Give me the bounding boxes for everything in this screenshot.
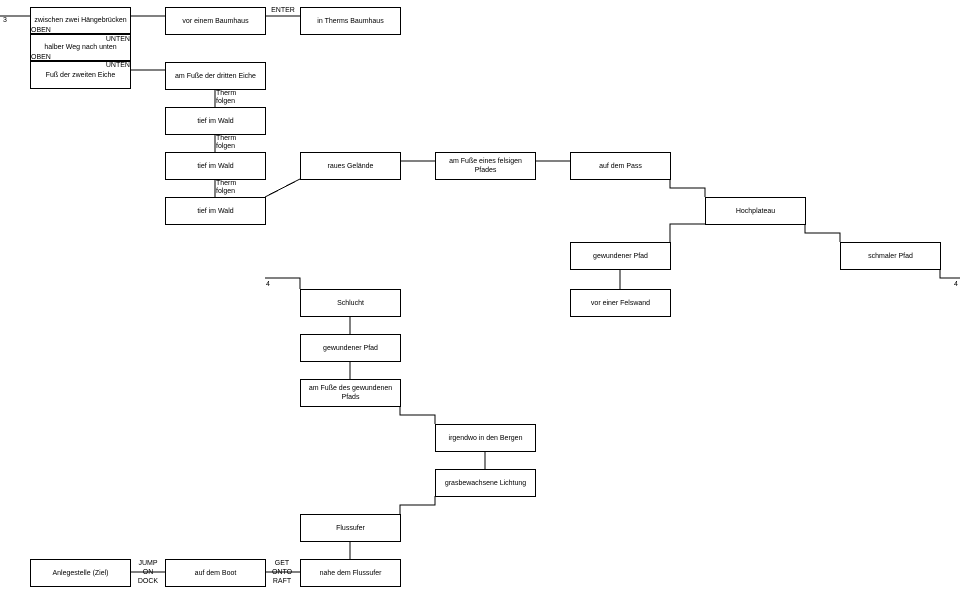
room-label: in Therms Baumhaus <box>317 17 384 25</box>
enter-label: ENTER <box>271 7 295 14</box>
room-in-therms-baumhaus: in Therms Baumhaus <box>300 7 401 35</box>
get-label-1: GET <box>274 560 290 567</box>
room-fuss-dritte-eiche: am Fuße der dritten Eiche <box>165 62 266 90</box>
therm-follow-label-1: Therm folgen <box>216 90 237 105</box>
room-hochplateau: Hochplateau <box>705 197 806 225</box>
room-label: am Fuße eines felsigen Pfades <box>449 158 522 174</box>
room-label: raues Gelände <box>327 162 374 170</box>
room-label: Schlucht <box>337 299 364 307</box>
room-fuss-gewundener-pfad: am Fuße des gewundenen Pfads <box>300 379 401 407</box>
room-tief-im-wald-2: tief im Wald <box>165 152 266 180</box>
room-gewundener-pfad-1: gewundener Pfad <box>570 242 671 270</box>
connector-r9-r10 <box>264 178 301 198</box>
dir-unten-1: UNTEN <box>105 36 130 43</box>
room-label: tief im Wald <box>197 207 234 215</box>
jump-label-2: ON <box>142 569 154 576</box>
room-raues-gelaende: raues Gelände <box>300 152 401 180</box>
room-label: zwischen zwei Hängebrücken <box>34 17 127 24</box>
room-vor-einer-felswand: vor einer Felswand <box>570 289 671 317</box>
room-label: grasbewachsene Lichtung <box>444 479 527 487</box>
room-flussufer: Flussufer <box>300 514 401 542</box>
room-nahe-dem-flussufer: nahe dem Flussufer <box>300 559 401 587</box>
room-anlegestelle-ziel: Anlegestelle (Ziel) <box>30 559 131 587</box>
room-label: Flussufer <box>336 524 365 532</box>
room-irgendwo-in-den-bergen: irgendwo in den Bergen <box>435 424 536 452</box>
room-label: irgendwo in den Bergen <box>448 434 523 442</box>
room-label: halber Weg nach unten <box>44 44 117 51</box>
room-gewundener-pfad-2: gewundener Pfad <box>300 334 401 362</box>
jump-label-3: DOCK <box>137 578 159 585</box>
dir-unten-2: UNTEN <box>105 62 130 69</box>
room-label: auf dem Pass <box>599 162 642 170</box>
room-label: schmaler Pfad <box>868 252 913 260</box>
room-schlucht: Schlucht <box>300 289 401 317</box>
room-label: vor einer Felswand <box>590 299 651 307</box>
jump-label-1: JUMP <box>138 560 158 567</box>
get-label-3: RAFT <box>272 578 292 585</box>
room-label: vor einem Baumhaus <box>182 17 249 25</box>
get-label-2: ONTO <box>271 569 293 576</box>
room-auf-dem-pass: auf dem Pass <box>570 152 671 180</box>
connector-r21-r22 <box>399 496 436 514</box>
page-ref-4-left: 4 <box>266 281 270 288</box>
connector-r16-page4 <box>939 269 960 279</box>
dir-oben-2: OBEN <box>31 54 51 61</box>
room-tief-im-wald-1: tief im Wald <box>165 107 266 135</box>
room-label: Fuß der zweiten Eiche <box>45 71 116 79</box>
room-label: tief im Wald <box>197 162 234 170</box>
room-tief-im-wald-3: tief im Wald <box>165 197 266 225</box>
room-grasbewachsene-lichtung: grasbewachsene Lichtung <box>435 469 536 497</box>
room-label: nahe dem Flussufer <box>319 569 382 577</box>
room-fuss-felsiger-pfad: am Fuße eines felsigen Pfades <box>435 152 536 180</box>
room-label: tief im Wald <box>197 117 234 125</box>
room-label: gewundener Pfad <box>593 252 648 260</box>
therm-follow-label-3: Therm folgen <box>216 180 237 195</box>
room-vor-einem-baumhaus: vor einem Baumhaus <box>165 7 266 35</box>
dir-oben-1: OBEN <box>31 27 51 34</box>
room-label: auf dem Boot <box>194 569 237 577</box>
room-label: am Fuße der dritten Eiche <box>175 72 256 80</box>
connector-r12-r13 <box>669 179 706 197</box>
connector-r13-r14 <box>669 223 705 242</box>
connector-page4-r17 <box>265 277 301 289</box>
room-label: am Fuße des gewundenen Pfads <box>308 385 393 401</box>
room-label: Anlegestelle (Ziel) <box>52 569 109 577</box>
room-fuss-zweite-eiche: Fuß der zweiten Eiche <box>30 61 131 89</box>
page-ref-4-right: 4 <box>954 281 958 288</box>
connector-r13-r16 <box>804 224 841 242</box>
room-zwischen-zwei-haengebruecken: zwischen zwei Hängebrücken <box>30 7 131 34</box>
therm-follow-label-2: Therm folgen <box>216 135 237 150</box>
connector-r19-r20 <box>399 406 436 424</box>
room-halber-weg: halber Weg nach unten <box>30 34 131 61</box>
room-auf-dem-boot: auf dem Boot <box>165 559 266 587</box>
room-label: gewundener Pfad <box>323 344 378 352</box>
room-label: Hochplateau <box>735 207 776 215</box>
page-ref-3: 3 <box>3 17 7 24</box>
room-schmaler-pfad: schmaler Pfad <box>840 242 941 270</box>
